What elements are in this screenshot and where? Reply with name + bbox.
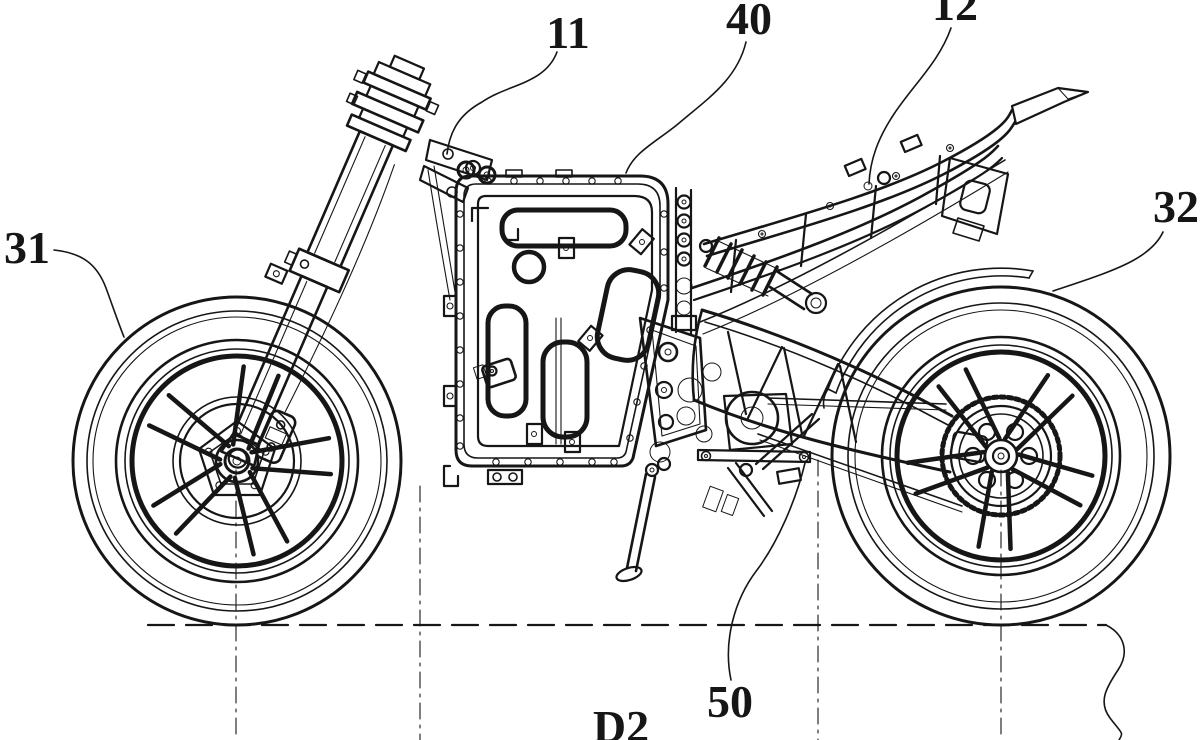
leader-50 [727,462,806,681]
battery-bosses [472,228,655,454]
label-32: 32 [1153,181,1199,232]
rear-sprocket [939,394,1063,518]
leader-40 [625,41,747,174]
front-brake-disc [172,396,302,526]
leader-31 [53,249,125,338]
label-50: 50 [707,676,753,727]
kickstand [615,462,660,583]
label-12: 12 [932,0,978,30]
leader-12 [868,27,952,185]
label-40: 40 [726,0,772,44]
leader-11 [446,51,558,155]
label-D2: D2 [593,701,649,740]
battery-pack [427,160,670,488]
leader-32 [1052,231,1164,292]
break-line [1103,624,1126,740]
label-11: 11 [546,7,589,58]
front-wheel [71,295,403,627]
battery-flange-bolts [456,177,668,466]
frame-front-post [670,186,698,336]
leader-lines [53,27,1164,681]
pivot-frame-motor [638,316,794,463]
label-31: 31 [4,222,50,273]
center-lines [235,459,1002,740]
reference-numerals: 11 40 12 31 32 50 D2 [4,0,1199,740]
rear-subframe [690,86,1090,335]
rear-shock [698,236,828,315]
front-brake-caliper [254,409,297,465]
linkage-footpeg [656,412,821,518]
front-fork [219,54,440,469]
